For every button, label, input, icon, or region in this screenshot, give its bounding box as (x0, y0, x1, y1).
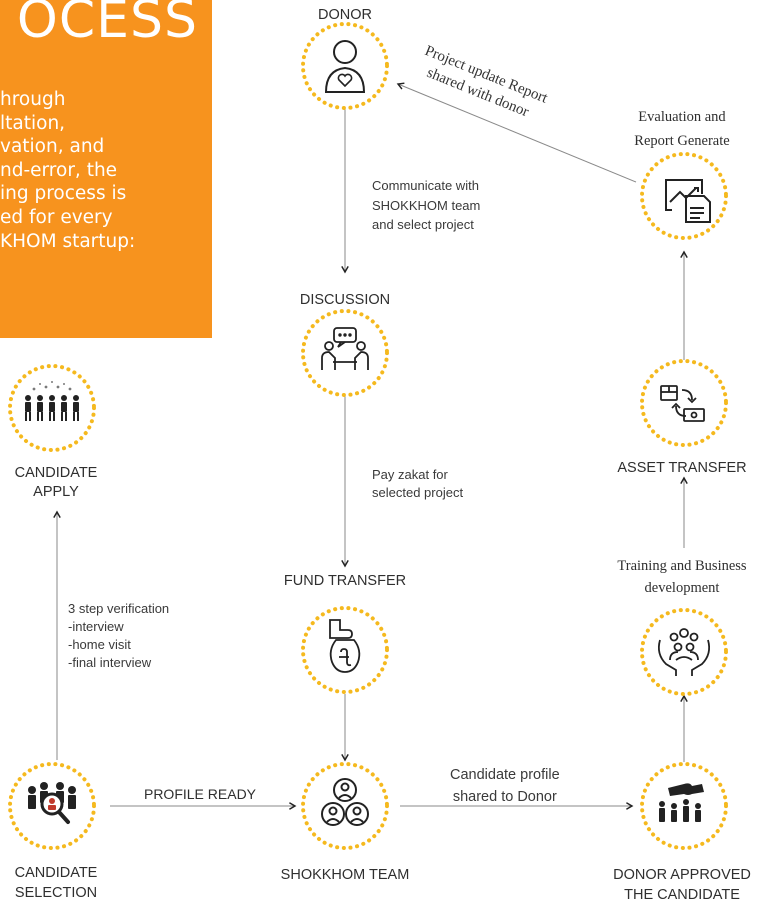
fund-node-ring (301, 606, 389, 694)
node-label-training-2: development (644, 580, 720, 596)
node-label-evaluation-1: Evaluation and (638, 109, 726, 125)
discussion-node-ring (301, 309, 389, 397)
team-icon (321, 778, 369, 826)
panel-intro-content: hrough ltation, vation, and nd-error, th… (0, 89, 136, 252)
approved-node-ring (640, 762, 728, 850)
asset-exchange-icon (660, 385, 705, 422)
report-chart-icon (665, 179, 711, 223)
node-label-asset-transfer: ASSET TRANSFER (617, 460, 747, 476)
edge-note-team-approved: Candidate profile shared to Donor (450, 767, 560, 805)
node-label-shokkhom-team: SHOKKHOM TEAM (280, 867, 410, 883)
donor-heart-icon (324, 40, 366, 93)
intro-panel: OCESS hrough ltation, vation, and nd-err… (0, 0, 212, 338)
node-label-candidate-apply-2: APPLY (33, 484, 79, 500)
hands-group-icon (657, 628, 711, 676)
team-node-ring (301, 762, 389, 850)
node-label-training-1: Training and Business (617, 558, 747, 574)
selection-node-ring (8, 762, 96, 850)
panel-title: OCESS (16, 0, 198, 50)
asset-node-ring (640, 359, 728, 447)
node-label-fund-transfer: FUND TRANSFER (283, 573, 407, 589)
evaluation-node-ring (640, 152, 728, 240)
donor-node-ring (301, 22, 389, 110)
node-label-donor-approved-2: THE CANDIDATE (624, 887, 740, 903)
node-label-donor: DONOR (318, 7, 372, 23)
edge-note-donor-discussion: Communicate with SHOKKHOM team and selec… (372, 178, 481, 232)
node-label-candidate-apply-1: CANDIDATE (14, 465, 98, 481)
selection-magnifier-icon (28, 782, 76, 824)
edge-note-discussion-fund: Pay zakat for selected project (372, 467, 464, 500)
crowd-icon (25, 381, 79, 421)
edge-note-verification: 3 step verification -interview -home vis… (68, 601, 170, 670)
hand-select-icon (659, 783, 704, 822)
node-label-candidate-selection-2: SELECTION (14, 885, 98, 901)
panel-intro-text: hrough ltation, vation, and nd-error, th… (0, 88, 212, 253)
node-label-candidate-selection-1: CANDIDATE (14, 865, 98, 881)
training-node-ring (640, 608, 728, 696)
discussion-icon (321, 327, 369, 370)
node-label-discussion: DISCUSSION (299, 292, 391, 308)
edge-label-profile-ready: PROFILE READY (143, 786, 257, 802)
apply-node-ring (8, 364, 96, 452)
node-label-evaluation-2: Report Generate (634, 133, 730, 149)
edge-evaluation-donor (396, 82, 637, 183)
fund-transfer-icon (329, 619, 361, 673)
node-label-donor-approved-1: DONOR APPROVED (613, 867, 751, 883)
